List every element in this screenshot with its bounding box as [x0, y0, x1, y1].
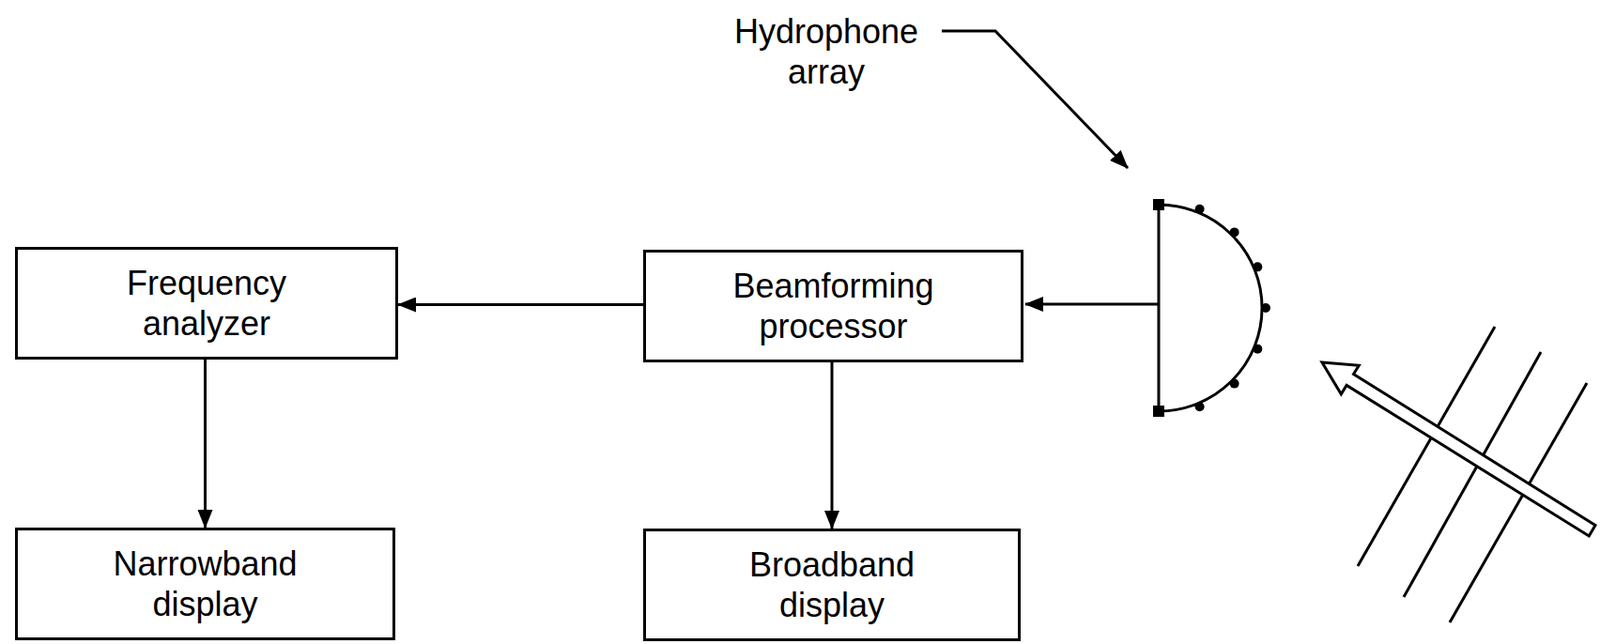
signal-arrow — [1025, 303, 1159, 307]
signal-arrow — [203, 359, 207, 528]
process-box: Beamforming processor — [643, 249, 1024, 363]
wavefront-line — [1449, 383, 1587, 623]
arrival-direction-arrow — [1322, 362, 1596, 537]
hydrophone-element — [1195, 401, 1205, 412]
box-label: Beamforming processor — [711, 265, 956, 347]
hydrophone-element — [1230, 227, 1240, 237]
wavefront-line — [1403, 352, 1541, 598]
wavefront-line — [1357, 326, 1495, 567]
process-box: Broadband display — [643, 528, 1021, 642]
hydrophone-element — [1261, 303, 1271, 313]
hydrophone-element — [1195, 204, 1205, 215]
box-label: Frequency analyzer — [84, 262, 329, 344]
part-label: Hydrophone array — [713, 11, 939, 93]
box-label: Narrowband display — [83, 543, 328, 625]
signal-arrow — [398, 303, 644, 307]
hydrophone-element — [1252, 344, 1262, 354]
hydrophone-element — [1153, 405, 1165, 417]
leader-line — [941, 30, 1128, 169]
process-box: Narrowband display — [15, 527, 396, 641]
hydrophone-element — [1230, 379, 1240, 389]
hydrophone-element — [1252, 261, 1262, 272]
hydrophone-element — [1153, 199, 1165, 211]
signal-arrow — [830, 362, 834, 529]
hydrophone-array — [1153, 199, 1271, 417]
process-box: Frequency analyzer — [15, 246, 399, 360]
array-outline — [1158, 204, 1262, 412]
box-label: Broadband display — [709, 544, 954, 626]
